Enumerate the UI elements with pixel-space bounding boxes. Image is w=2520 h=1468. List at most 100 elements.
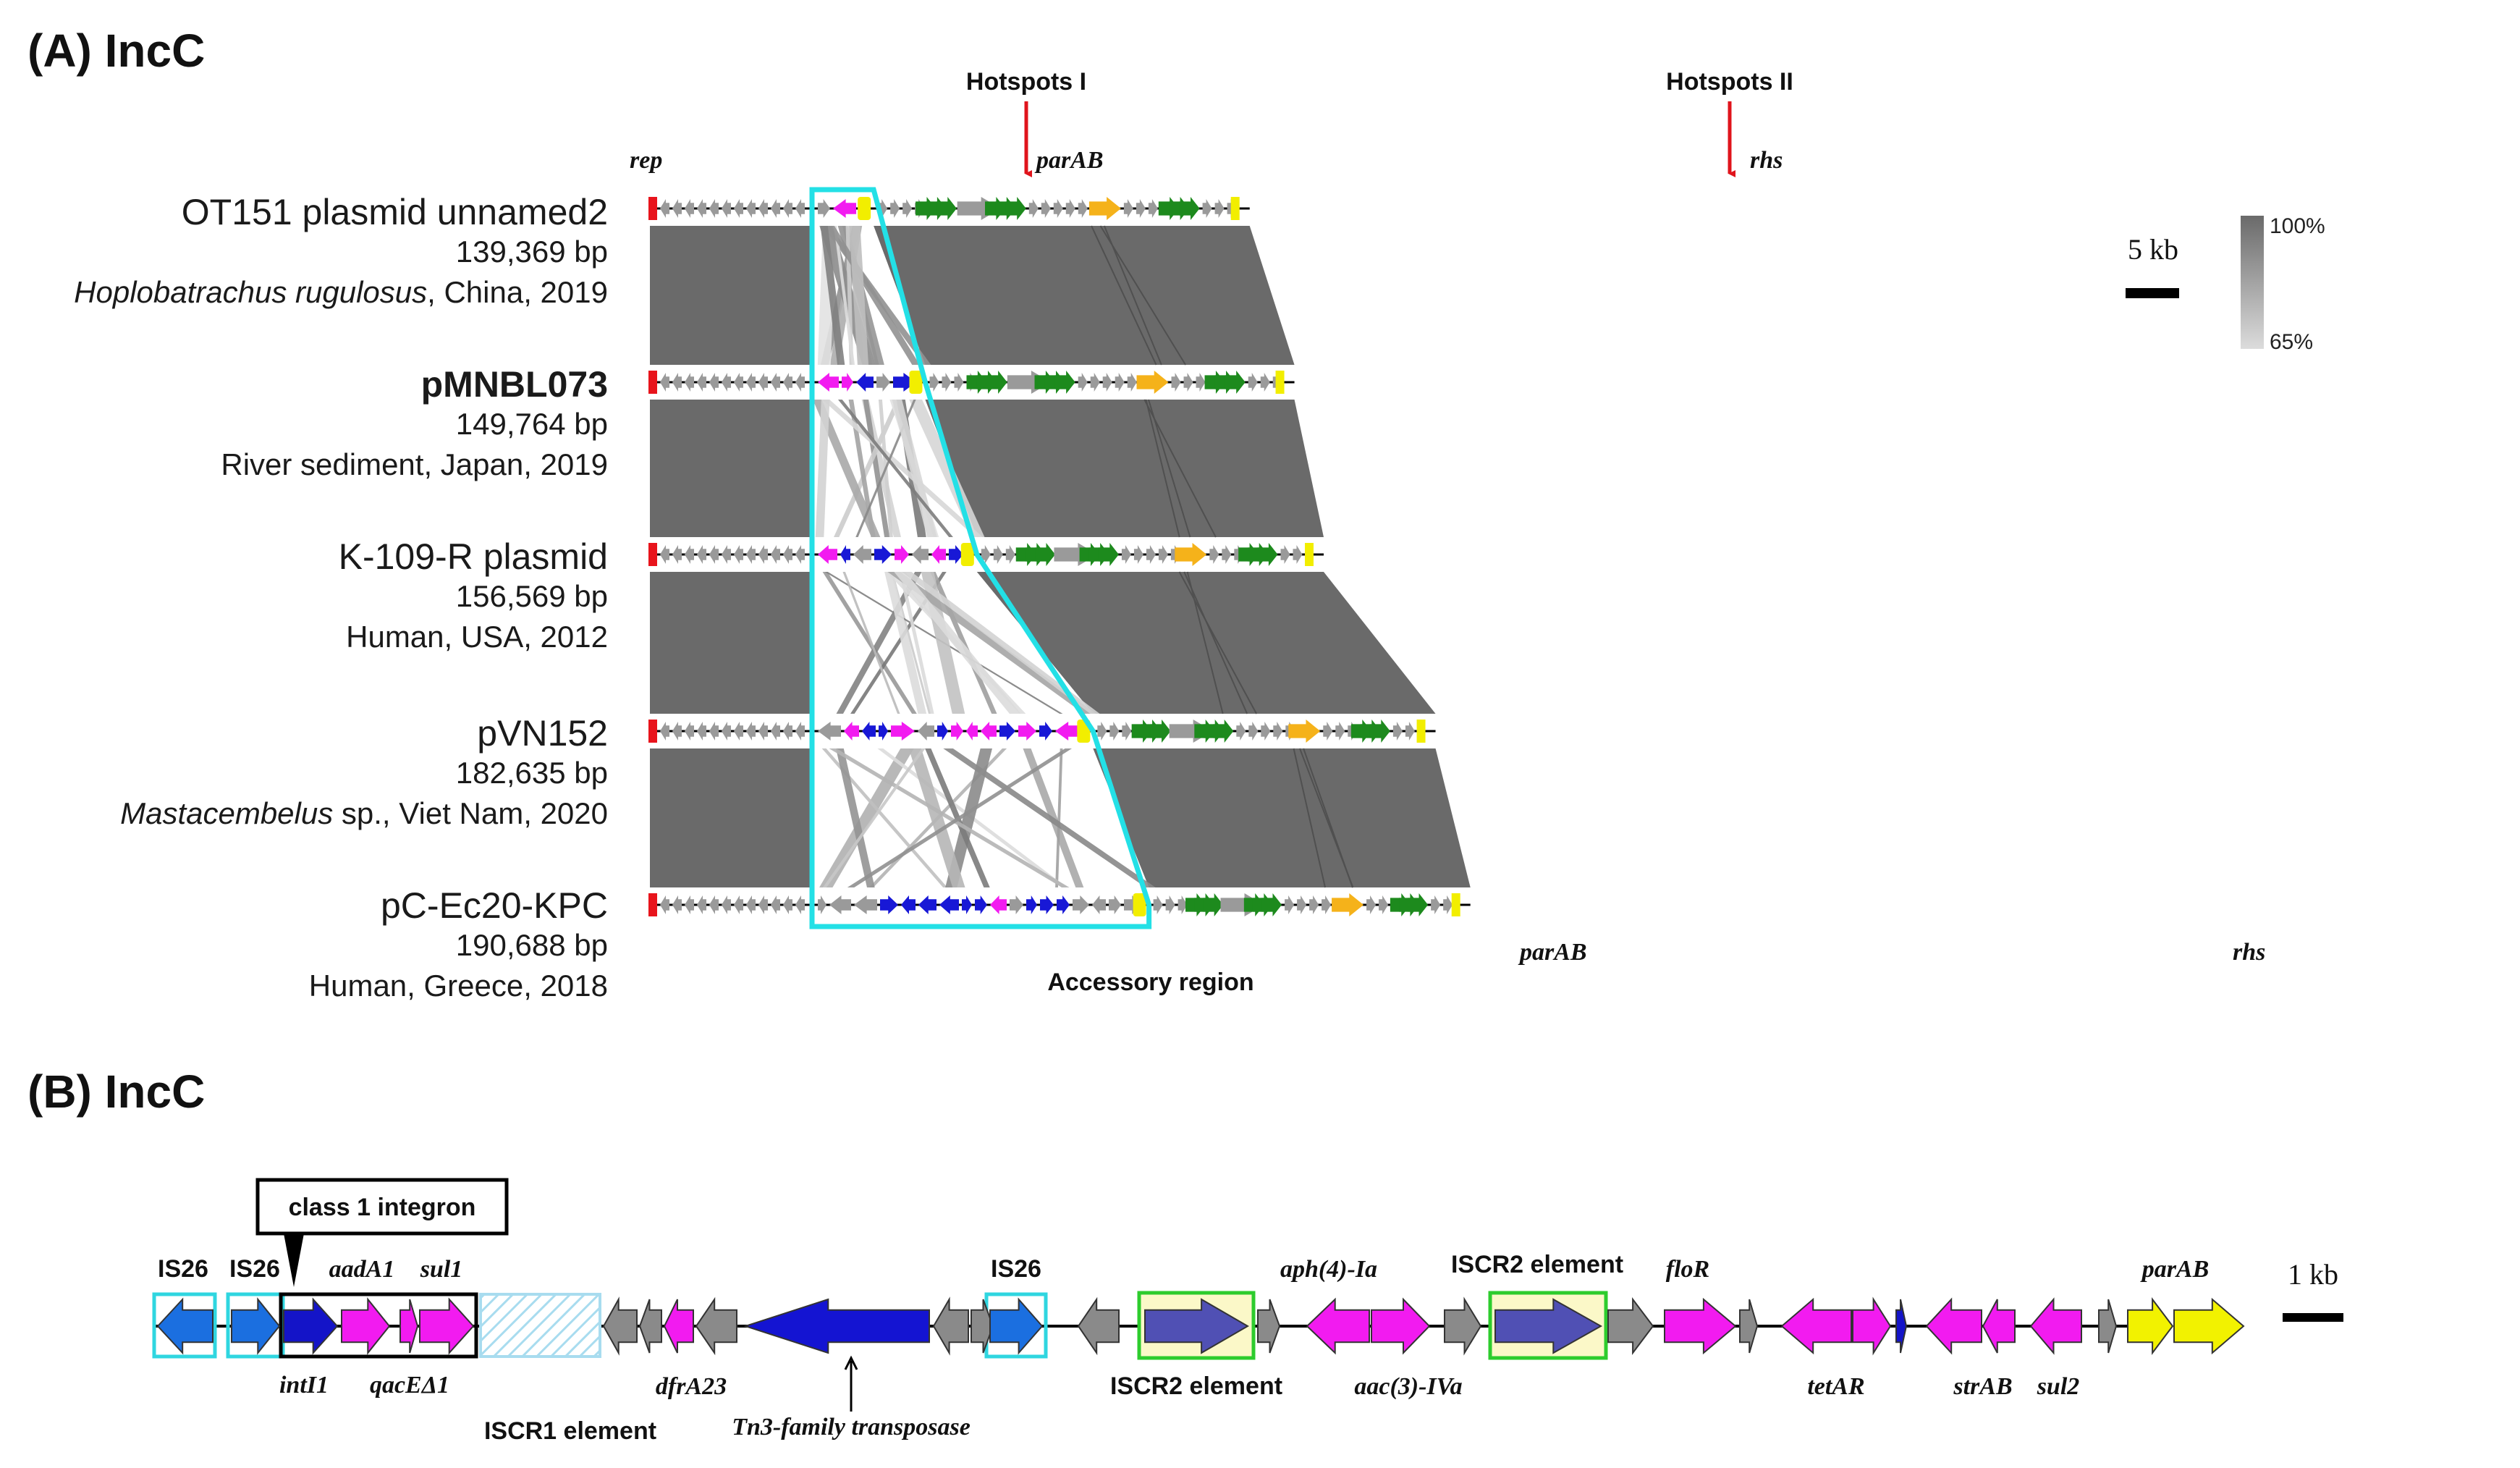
is26-label-3: IS26 (991, 1255, 1041, 1283)
homology-link (847, 748, 1073, 887)
backbone-gene (746, 545, 756, 564)
backbone-gene (783, 895, 792, 914)
rhs-bottom-label: rhs (2233, 939, 2265, 966)
backbone-gene (1136, 199, 1146, 218)
backbone-gene (1248, 373, 1258, 392)
rep-gene (648, 371, 657, 394)
backbone-gene (1196, 373, 1206, 392)
backbone-gene (672, 199, 682, 218)
conjugation-gene (1203, 893, 1224, 916)
rep-gene (648, 893, 657, 916)
backbone-gene (795, 199, 805, 218)
teta-gene (1780, 1297, 1852, 1355)
homology-link (908, 748, 965, 887)
homology-link (909, 400, 985, 537)
plasmid-size: 182,635 bp (456, 756, 608, 790)
accessory-gene (862, 722, 876, 741)
accessory-gene (876, 373, 890, 392)
panel-a-title: (A) IncC (28, 25, 205, 77)
plasmid-label-1: OT151 plasmid unnamed2 139,369 bp Hoplob… (74, 192, 608, 309)
conjugation-gene (1369, 720, 1390, 743)
rhs-gene (1288, 720, 1321, 743)
dfra23-label: dfrA23 (656, 1373, 727, 1400)
accessory-gene (966, 722, 978, 741)
parb-gene (2173, 1297, 2245, 1355)
backbone-gene (783, 199, 792, 218)
backbone-gene (1065, 199, 1075, 218)
qacedelta1-gene (399, 1299, 419, 1354)
backbone-gene (672, 373, 682, 392)
backbone-gene (1209, 545, 1219, 564)
backbone-gene (1285, 895, 1295, 914)
rep-label: rep (630, 147, 662, 174)
homology-link (892, 400, 937, 537)
accessory-region-label: Accessory region (1047, 969, 1253, 996)
backbone-gene (981, 545, 991, 564)
identity-legend-gradient (2241, 216, 2264, 349)
homology-link (849, 226, 869, 365)
backbone-gene (709, 199, 719, 218)
backbone-gene (929, 373, 939, 392)
plasmid-track-3 (648, 543, 1324, 566)
backbone-gene (1379, 895, 1389, 914)
backbone-gene (709, 895, 719, 914)
hotspot-1-label: Hotspots I (966, 68, 1086, 96)
scale-bar-1kb-label: 1 kb (2288, 1258, 2338, 1291)
iscr1-element-label: ISCR1 element (484, 1417, 656, 1445)
backbone-gene (1115, 373, 1125, 392)
aph4-gene (1306, 1297, 1370, 1355)
backbone-gene (1171, 373, 1181, 392)
backbone-gene (758, 199, 768, 218)
plasmid-track-1 (648, 197, 1250, 220)
backbone-gene (1028, 199, 1039, 218)
plasmid-host: Mastacembelus (120, 796, 333, 830)
plasmid-label-5: pC-Ec20-KPC 190,688 bp Human, Greece, 20… (309, 885, 608, 1003)
backbone-gene (902, 199, 913, 218)
backbone-gene (795, 895, 805, 914)
backbone-gene (746, 373, 756, 392)
is26-label-1: IS26 (158, 1255, 208, 1283)
backbone-gene (697, 545, 706, 564)
backbone-gene (1090, 373, 1100, 392)
accessory-gene (1057, 895, 1070, 914)
accessory-gene (891, 722, 915, 741)
backbone-gene (1443, 895, 1453, 914)
homology-link (833, 226, 855, 365)
plasmid-size: 139,369 bp (456, 235, 608, 269)
is26-gene (156, 1297, 213, 1355)
inversion-line (1303, 748, 1353, 888)
backbone-gene (942, 373, 952, 392)
homology-link (822, 572, 917, 714)
sul1-label: sul1 (420, 1256, 463, 1283)
plasmid-source: River sediment, Japan, 2019 (221, 447, 608, 481)
locus-genes (156, 1296, 2245, 1356)
terminal-gene (1230, 197, 1240, 220)
accessory-gene (818, 373, 839, 392)
accessory-gene (918, 722, 934, 741)
backbone-gene (795, 545, 805, 564)
plasmid-source: Human, USA, 2012 (346, 620, 608, 654)
backbone-gene (722, 373, 731, 392)
accessory-gene (829, 895, 851, 914)
backbone-gene (1297, 895, 1307, 914)
accessory-gene (949, 545, 963, 564)
aph4-label: aph(4)-Ia (1280, 1256, 1377, 1283)
accessory-gene (1073, 895, 1089, 914)
conjugation-gene (1005, 197, 1026, 220)
rep-gene (648, 543, 657, 566)
parab-gene (909, 371, 923, 394)
accessory-gene (990, 895, 1007, 914)
sul2-label: sul2 (2037, 1373, 2080, 1400)
inversion-line (1103, 225, 1162, 366)
backbone-gene (660, 895, 669, 914)
plasmid-source: Mastacembelus sp., Viet Nam, 2020 (120, 796, 608, 830)
homology-block-backbone (1093, 748, 1471, 887)
backbone-gene (734, 722, 743, 741)
backbone-gene (734, 373, 743, 392)
inversion-line (1145, 399, 1180, 538)
backbone-gene (709, 373, 719, 392)
homology-link (1055, 748, 1063, 887)
backbone-gene (672, 722, 682, 741)
homology-link (902, 572, 1100, 714)
backbone-gene (697, 895, 706, 914)
